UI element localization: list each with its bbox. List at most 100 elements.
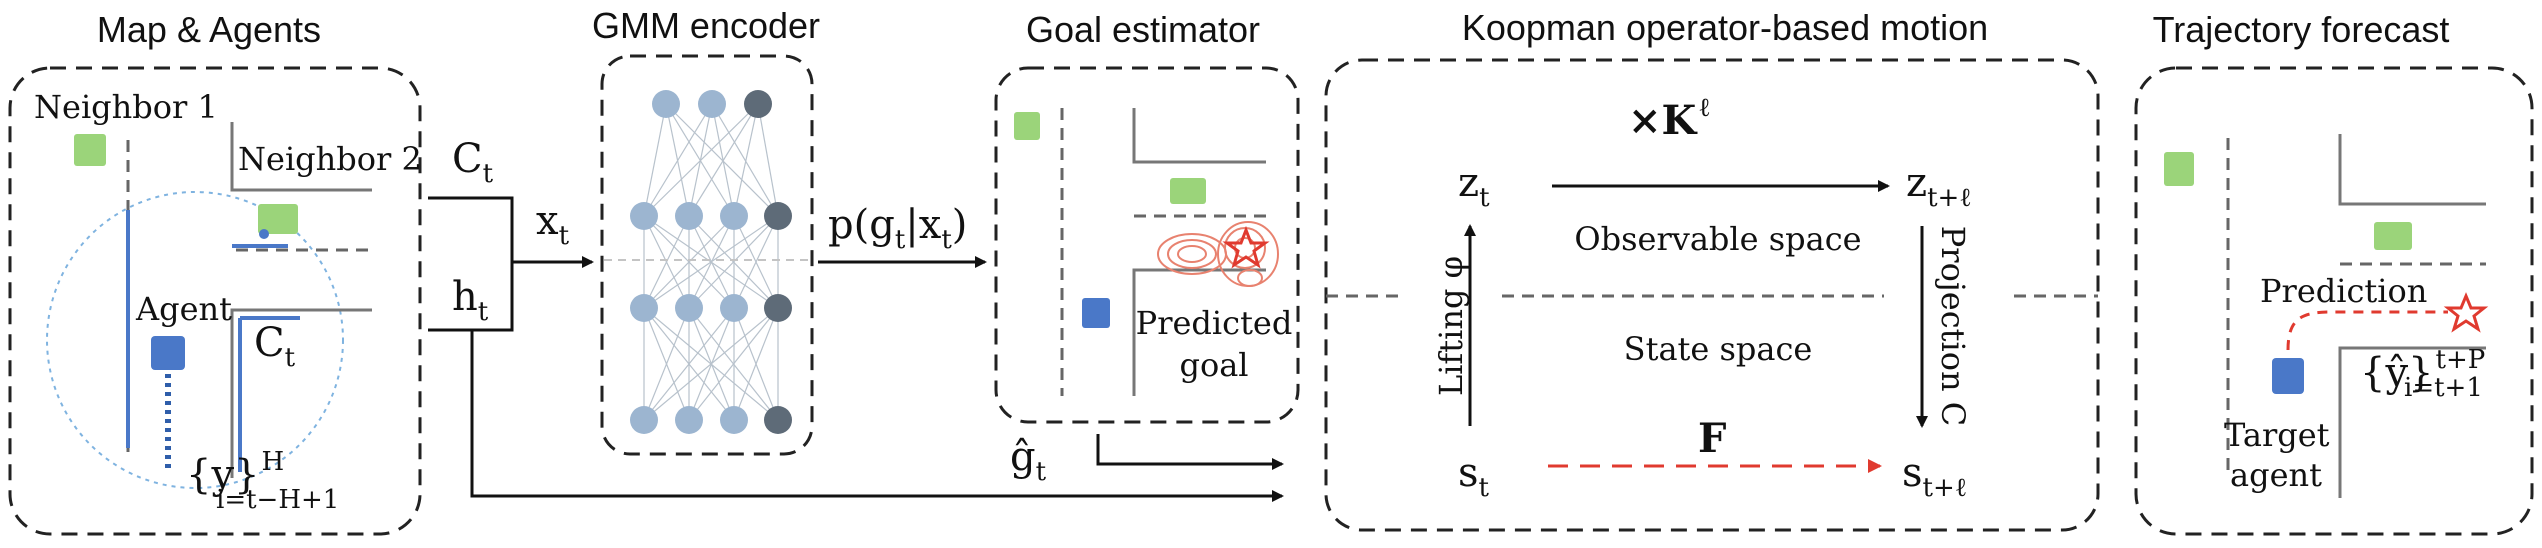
nn-edge	[643, 215, 779, 309]
nn-edges	[643, 103, 779, 421]
nn-node	[630, 202, 658, 230]
nn-edge	[665, 103, 779, 217]
nn-edge	[688, 103, 759, 217]
nn-node	[764, 294, 792, 322]
encoder-output-label: p(gt|xt)	[828, 202, 967, 255]
nn-edge	[643, 307, 735, 421]
predicted-trajectory	[2286, 310, 2448, 351]
goal-estimator-panel: Predicted goal	[994, 66, 1300, 424]
target-agent-icon	[2272, 358, 2304, 394]
nn-node	[720, 406, 748, 434]
goal-neighbor2-icon	[1170, 178, 1206, 204]
nn-node	[764, 202, 792, 230]
nn-node	[675, 406, 703, 434]
nn-node	[720, 294, 748, 322]
nn-nodes	[630, 90, 792, 434]
nn-edge	[643, 103, 713, 217]
koopman-operator-label: ×Kℓ	[1628, 93, 1711, 144]
section-title-trajectory-forecast: Trajectory forecast	[2153, 9, 2450, 50]
predicted-goal-label-2: goal	[1179, 346, 1248, 384]
nn-node	[720, 202, 748, 230]
nn-node	[630, 294, 658, 322]
input-bracket	[428, 196, 514, 332]
stl-label: st+ℓ	[1902, 450, 1967, 503]
ztl-label: zt+ℓ	[1906, 160, 1972, 213]
section-title-goal-estimator: Goal estimator	[1026, 9, 1260, 50]
ego-agent-icon	[151, 336, 185, 370]
nn-node	[764, 406, 792, 434]
lifting-label: Lifting φ	[1432, 256, 1470, 396]
forecast-neighbor2-icon	[2374, 222, 2412, 250]
nn-edge	[643, 307, 690, 421]
ht-skip-arrow	[470, 330, 1284, 502]
nn-edge	[643, 307, 779, 421]
gmm-encoder-panel	[600, 54, 814, 456]
gmm-encoder-box	[600, 54, 814, 456]
section-title-gmm-encoder: GMM encoder	[592, 5, 820, 46]
forecast-road-upper	[2338, 134, 2486, 206]
nn-node	[652, 90, 680, 118]
nn-node	[675, 294, 703, 322]
nn-edge	[643, 103, 667, 217]
goal-neighbor-icon	[1014, 112, 1040, 140]
observable-space-label: Observable space	[1574, 220, 1861, 258]
neighbor2-history-dot	[259, 229, 269, 239]
neighbor1-label: Neighbor 1	[34, 88, 218, 126]
input-merge: Ct ht xt	[428, 136, 1284, 502]
agent-label: Agent	[135, 290, 232, 328]
nn-edge	[688, 215, 779, 309]
trajectory-forecast-panel: Prediction {ŷ}t+P i=t+1 Target agent	[2134, 66, 2534, 536]
map-agents-panel: Neighbor 1 Neighbor 2 Agent Ct {y}H i=t−…	[8, 66, 422, 536]
projection-label: Projection C	[1934, 226, 1972, 427]
neighbor1-agent-icon	[74, 134, 106, 166]
trajectory-forecast-box	[2134, 66, 2534, 536]
goal-road-upper	[1132, 108, 1266, 164]
section-title-koopman: Koopman operator-based motion	[1462, 7, 1988, 48]
forecast-goal-star-icon	[2443, 292, 2489, 333]
ghat-arrow	[1096, 434, 1284, 470]
F-label: F	[1698, 415, 1726, 462]
predicted-goal-label-1: Predicted	[1136, 304, 1293, 342]
nn-node	[675, 202, 703, 230]
nn-edge	[733, 103, 759, 217]
nn-node	[744, 90, 772, 118]
forecast-output-label: {ŷ}t+P	[2360, 345, 2485, 396]
koopman-panel: ×Kℓ zt zt+ℓ Observable space State space…	[1324, 58, 2100, 532]
map-agents-box	[8, 66, 422, 536]
input-ct-label: Ct	[452, 136, 494, 189]
neighbor2-agent-icon	[258, 204, 298, 234]
target-agent-label-1: Target	[2224, 416, 2330, 454]
ghat-label: ĝt	[1010, 434, 1047, 487]
forecast-output-subscript: i=t+1	[2404, 373, 2483, 403]
goal-agent-icon	[1082, 298, 1110, 328]
nn-edge	[757, 103, 779, 217]
nn-edge	[711, 103, 779, 217]
state-space-label: State space	[1624, 330, 1813, 368]
gmm-contours	[1157, 221, 1279, 287]
nn-edge	[733, 215, 779, 309]
goal-estimator-box	[994, 66, 1300, 424]
input-ht-label: ht	[452, 274, 489, 327]
st-label: st	[1458, 450, 1490, 503]
section-title-map-agents: Map & Agents	[97, 9, 321, 50]
nn-edge	[643, 103, 759, 217]
predicted-goal-star-icon	[1222, 225, 1270, 269]
zt-label: zt	[1458, 160, 1490, 213]
history-subscript: i=t−H+1	[216, 485, 339, 515]
nn-node	[698, 90, 726, 118]
nn-edge	[643, 215, 735, 309]
forecast-road-lower	[2338, 346, 2486, 498]
nn-edge	[733, 307, 779, 421]
map-context-label: Ct	[254, 320, 296, 373]
prediction-label: Prediction	[2260, 272, 2427, 310]
road-corner-lower	[230, 308, 372, 478]
neighborhood-circle	[46, 191, 344, 489]
nn-edge	[688, 307, 779, 421]
road-corner-upper	[230, 122, 372, 192]
forecast-neighbor-icon	[2164, 152, 2194, 186]
nn-edge	[643, 215, 690, 309]
neighbor2-label: Neighbor 2	[238, 140, 422, 178]
history-label: {y}H	[186, 447, 284, 498]
